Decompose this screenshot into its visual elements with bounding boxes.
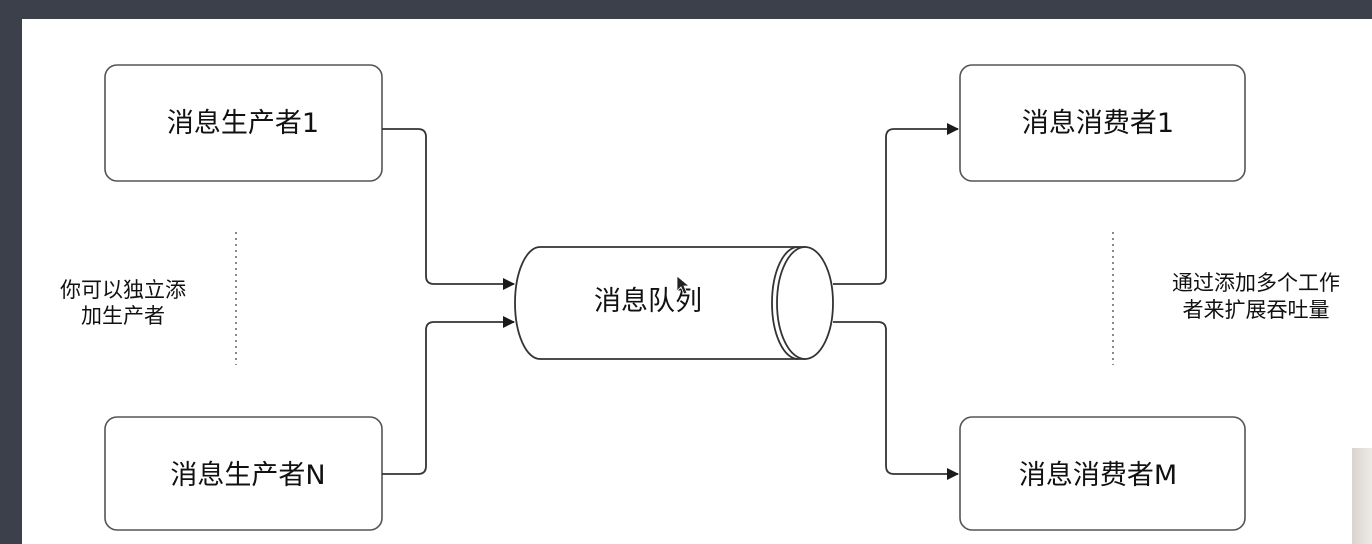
presenter-thumbnail bbox=[1352, 448, 1372, 544]
producer-n-connector bbox=[382, 316, 515, 475]
consumer-1-label: 消息消费者1 bbox=[1022, 108, 1174, 139]
producer-1-label: 消息生产者1 bbox=[167, 108, 319, 139]
producer-note-line-2: 加生产者 bbox=[81, 304, 165, 328]
producer-1-connector bbox=[382, 128, 515, 290]
consumer-1-box bbox=[959, 64, 1246, 182]
producer-n-label: 消息生产者N bbox=[170, 460, 325, 491]
consumer-note-line-2: 者来扩展吞吐量 bbox=[1183, 298, 1330, 322]
consumer-m-label: 消息消费者M bbox=[1019, 460, 1177, 491]
producer-1-box bbox=[104, 64, 383, 182]
consumer-m-connector bbox=[833, 321, 959, 480]
consumer-1-connector bbox=[833, 123, 959, 285]
queue-cylinder bbox=[514, 246, 834, 360]
consumer-m-box bbox=[959, 416, 1246, 531]
mouse-cursor-icon bbox=[676, 275, 691, 295]
consumer-note-line-1: 通过添加多个工作 bbox=[1172, 271, 1340, 295]
producer-note-line-1: 你可以独立添 bbox=[60, 278, 186, 302]
